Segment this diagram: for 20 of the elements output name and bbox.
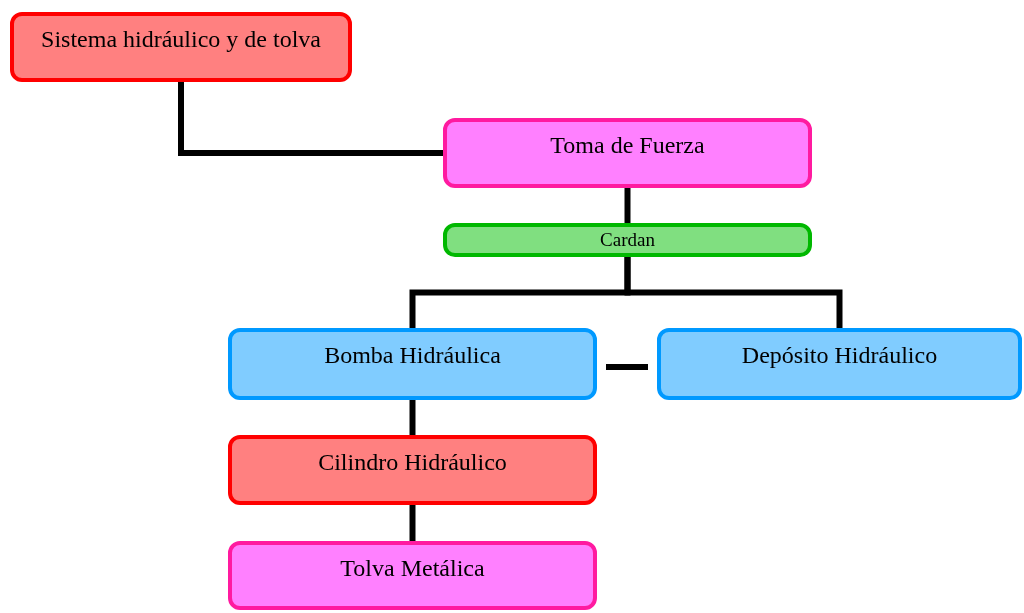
connector-line <box>178 82 443 156</box>
process-box <box>443 223 812 257</box>
process-box <box>228 328 597 400</box>
connector-line <box>624 257 843 328</box>
process-box <box>228 435 597 505</box>
box-label: Depósito Hidráulico <box>741 341 938 370</box>
box-label: Cardan <box>600 228 655 252</box>
process-box <box>10 12 352 82</box>
box-label: Bomba Hidráulica <box>324 341 501 370</box>
connector-line <box>624 188 631 223</box>
process-box <box>228 541 597 610</box>
box-label: Tolva Metálica <box>340 554 485 583</box>
connector-line <box>606 364 648 370</box>
box-label: Cilindro Hidráulico <box>318 448 507 477</box>
connector-line <box>409 505 416 541</box>
box-label: Sistema hidráulico y de tolva <box>41 25 321 54</box>
connector-line <box>409 400 416 435</box>
process-box <box>443 118 812 188</box>
process-box <box>657 328 1022 400</box>
box-label: Toma de Fuerza <box>550 131 705 160</box>
